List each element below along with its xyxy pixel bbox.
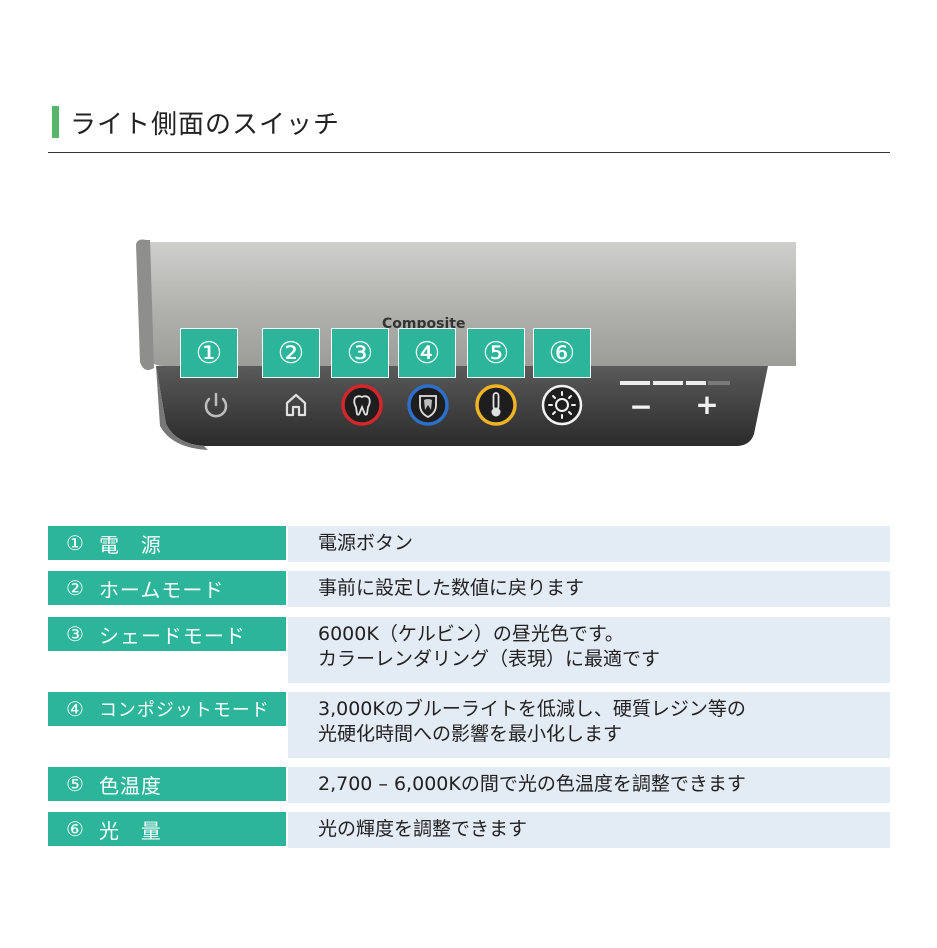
feature-label: ⑤ 色温度: [48, 767, 286, 801]
feature-name: コンポジットモード: [98, 700, 270, 721]
feature-number: ③: [66, 622, 85, 646]
description-line: 事前に設定した数値に戻ります: [318, 577, 585, 599]
description-line: 6000K（ケルビン）の昼光色です。: [318, 623, 624, 645]
feature-description: 3,000Kのブルーライトを低減し、硬質レジン等の 光硬化時間への影響を最小化し…: [288, 692, 890, 758]
section-title: ライト側面のスイッチ: [70, 110, 341, 140]
thermometer-icon: [475, 384, 517, 426]
feature-label: ④ コンポジットモード: [48, 692, 286, 726]
shade-mode-button[interactable]: [340, 383, 384, 427]
feature-name: 色温度: [98, 773, 162, 798]
badge-5: ⑤: [467, 328, 525, 378]
feature-name: 光 量: [98, 818, 162, 843]
description-line: 電源ボタン: [318, 532, 414, 554]
power-button[interactable]: [194, 383, 238, 427]
power-icon: [204, 392, 228, 418]
description-line: 光硬化時間への影響を最小化します: [318, 723, 623, 745]
minus-button[interactable]: −: [629, 390, 653, 423]
feature-description: 電源ボタン: [288, 526, 890, 562]
color-temperature-button[interactable]: [474, 383, 518, 427]
badge-6: ⑥: [533, 328, 591, 378]
tooth-icon: [341, 384, 383, 426]
level-indicator: [620, 381, 730, 385]
brightness-button[interactable]: [540, 383, 584, 427]
feature-name: 電 源: [98, 532, 162, 557]
feature-number: ⑤: [66, 772, 85, 796]
feature-number: ⑥: [66, 817, 85, 841]
device-illustration: Composite ① ② ③ ④ ⑤ ⑥: [136, 238, 798, 453]
badge-1: ①: [180, 328, 238, 378]
description-line: カラーレンダリング（表現）に最適です: [318, 648, 661, 670]
header-accent-bar: [52, 106, 59, 138]
feature-description: 光の輝度を調整できます: [288, 812, 890, 848]
feature-description: 事前に設定した数値に戻ります: [288, 571, 890, 607]
feature-label: ② ホームモード: [48, 571, 286, 605]
home-button[interactable]: [274, 383, 318, 427]
description-line: 2,700 – 6,000Kの間で光の色温度を調整できます: [318, 773, 746, 795]
feature-description: 6000K（ケルビン）の昼光色です。 カラーレンダリング（表現）に最適です: [288, 617, 890, 683]
feature-name: ホームモード: [98, 577, 225, 602]
feature-label: ① 電 源: [48, 526, 286, 560]
feature-label: ⑥ 光 量: [48, 812, 286, 846]
badge-3: ③: [331, 328, 389, 378]
sun-icon: [541, 384, 583, 426]
feature-name: シェードモード: [98, 623, 246, 648]
feature-number: ④: [66, 697, 85, 721]
badge-4: ④: [398, 328, 456, 378]
feature-description: 2,700 – 6,000Kの間で光の色温度を調整できます: [288, 767, 890, 803]
feature-number: ①: [66, 531, 85, 555]
description-line: 光の輝度を調整できます: [318, 818, 528, 840]
section-header: ライト側面のスイッチ: [48, 100, 890, 153]
plus-button[interactable]: +: [695, 388, 719, 421]
description-line: 3,000Kのブルーライトを低減し、硬質レジン等の: [318, 698, 746, 720]
home-icon: [285, 393, 307, 417]
feature-label: ③ シェードモード: [48, 617, 286, 651]
composite-mode-button[interactable]: [406, 383, 450, 427]
badge-2: ②: [262, 328, 320, 378]
shield-tooth-icon: [407, 384, 449, 426]
feature-number: ②: [66, 576, 85, 600]
